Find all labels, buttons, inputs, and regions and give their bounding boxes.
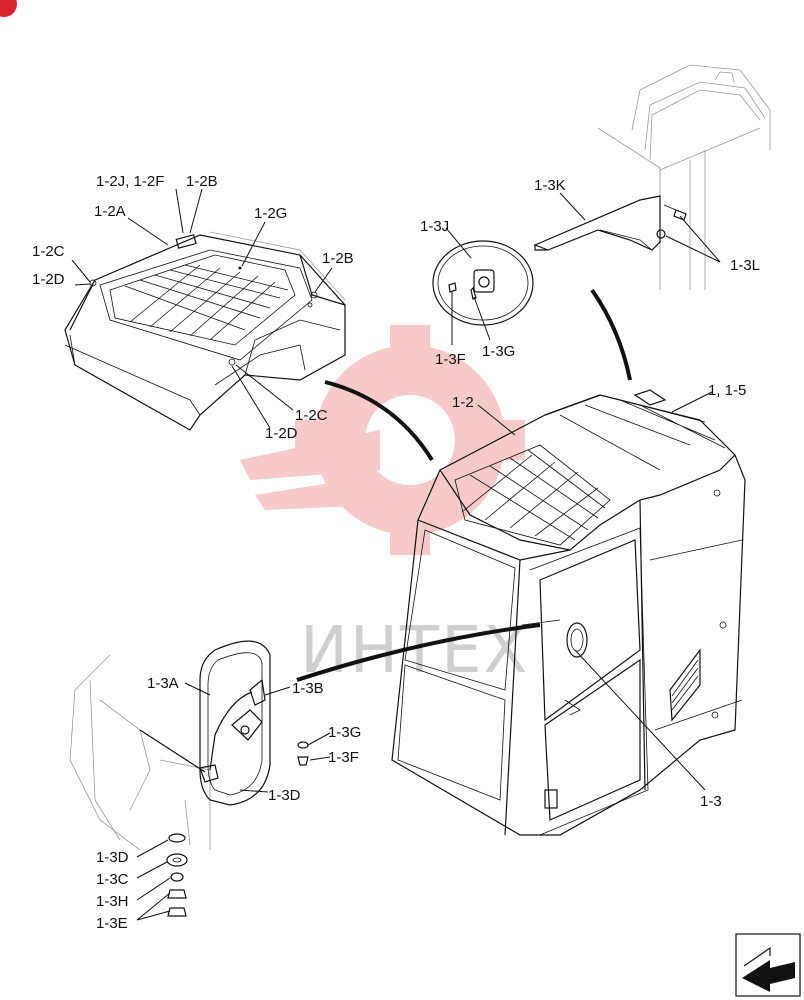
label-1-2B-right: 1-2B	[322, 250, 354, 267]
label-1-3: 1-3	[700, 793, 722, 810]
pillar-drawing	[597, 64, 771, 290]
side-mirror-leaders	[136, 682, 331, 921]
label-1-3A: 1-3A	[147, 675, 179, 692]
label-1-2J-1-2F: 1-2J, 1-2F	[96, 173, 164, 190]
label-1-2B-top: 1-2B	[186, 173, 218, 190]
label-1-3K: 1-3K	[534, 177, 566, 194]
label-1-3G-mid: 1-3G	[328, 724, 361, 741]
label-1-3B: 1-3B	[292, 680, 324, 697]
label-1-2G: 1-2G	[254, 205, 287, 222]
cab-leaders	[477, 391, 713, 791]
label-1-2: 1-2	[452, 394, 474, 411]
label-1-3C: 1-3C	[96, 871, 129, 888]
roof-leaders	[71, 188, 333, 429]
next-page-arrow-icon[interactable]	[735, 933, 801, 997]
label-1-3E: 1-3E	[96, 915, 128, 932]
label-1-3D-mid: 1-3D	[268, 787, 301, 804]
watermark-logo	[240, 325, 525, 555]
label-1-3F-mid: 1-3F	[328, 749, 359, 766]
hardware-stack	[166, 741, 309, 917]
watermark-text: ИНТЕХ	[300, 614, 529, 688]
label-1-3G-top: 1-3G	[482, 343, 515, 360]
side-mirror-drawing	[139, 640, 271, 806]
label-1-2D-bottom: 1-2D	[265, 425, 298, 442]
cab-drawing	[391, 389, 746, 836]
label-1-3F-top: 1-3F	[435, 351, 466, 368]
mirror-bracket-drawing	[533, 195, 687, 251]
label-1-2C-left: 1-2C	[32, 243, 65, 260]
cab-side-outline	[69, 654, 211, 851]
label-1-2C-bottom: 1-2C	[295, 407, 328, 424]
label-1-2D-left: 1-2D	[32, 271, 65, 288]
label-1-2A: 1-2A	[94, 203, 126, 220]
label-1-1-5: 1, 1-5	[708, 382, 746, 399]
label-1-3H: 1-3H	[96, 893, 129, 910]
roof-assembly-drawing	[64, 231, 346, 431]
label-1-3L: 1-3L	[730, 257, 760, 274]
round-mirror-drawing	[432, 240, 534, 326]
mirror-leaders	[445, 192, 721, 345]
label-1-3J: 1-3J	[420, 218, 449, 235]
label-1-3D-bot: 1-3D	[96, 849, 129, 866]
red-badge-icon	[0, 0, 17, 17]
